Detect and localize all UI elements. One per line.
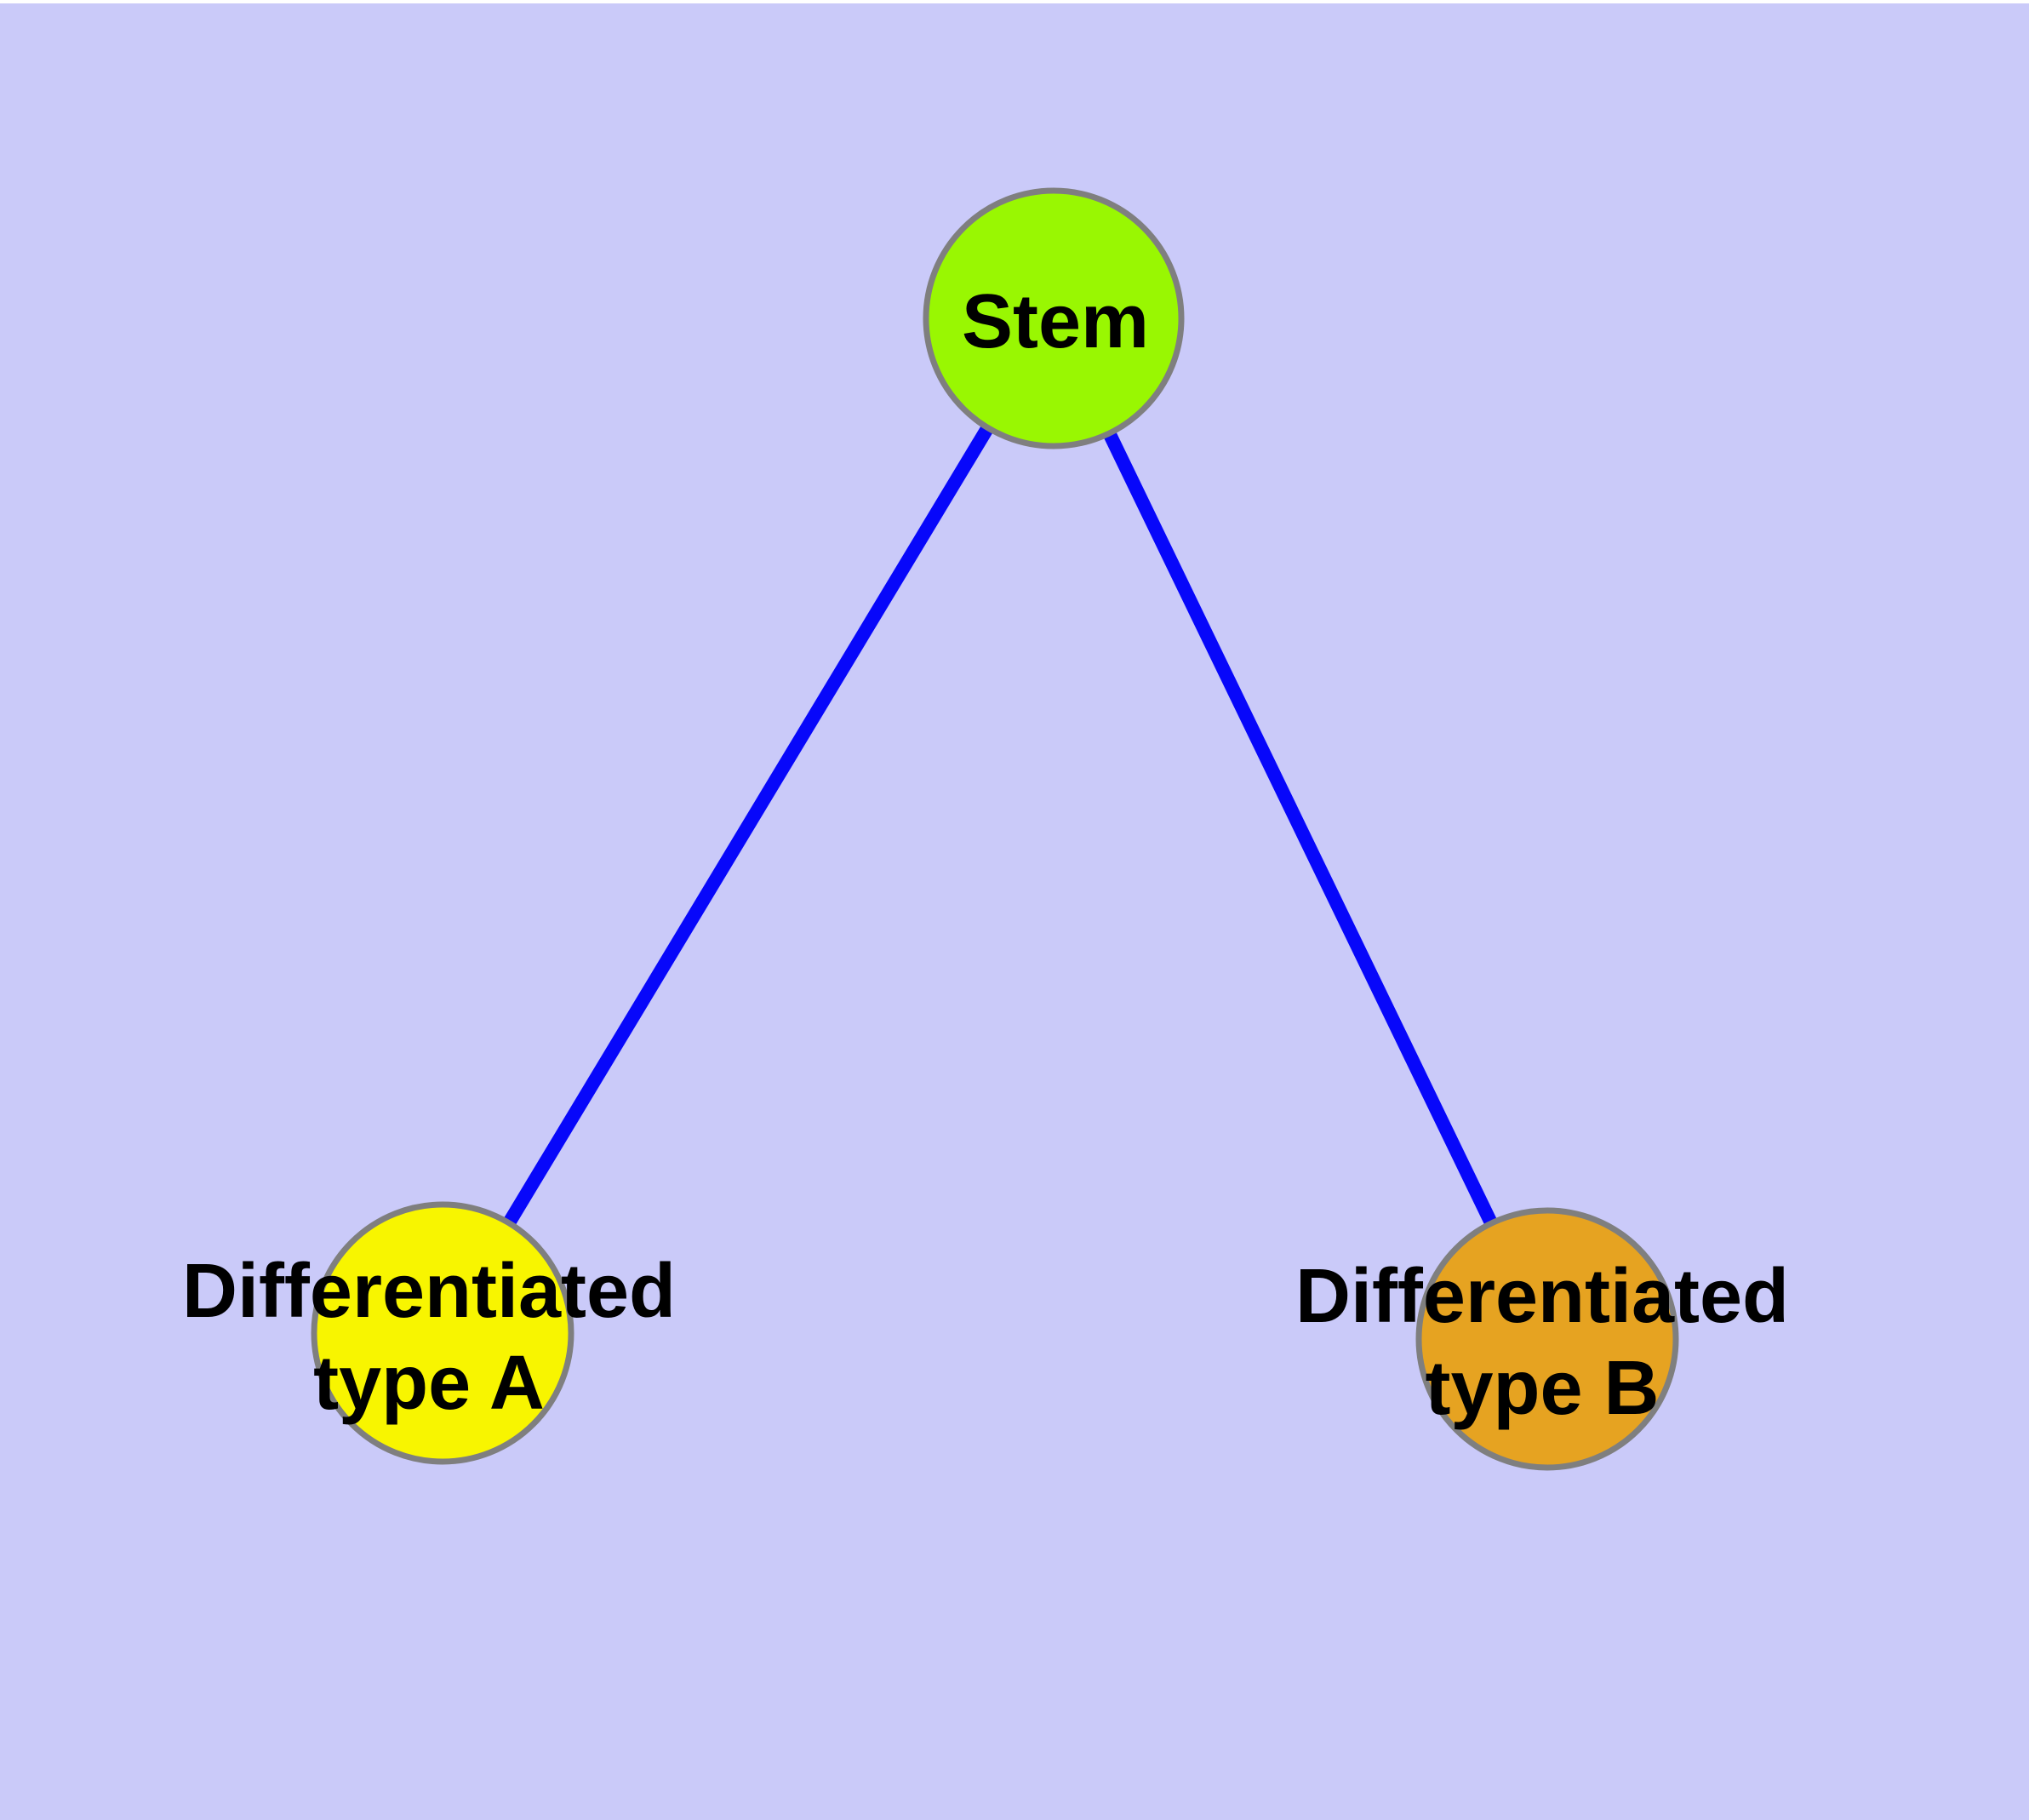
type-a-node-label-line2: type A [313, 1341, 545, 1426]
stem-node-circle [923, 187, 1185, 449]
type-a-node-label-line1: Differentiated [182, 1249, 676, 1334]
top-edge-strip [0, 0, 2029, 3]
type-b-node-label-line1: Differentiated [1295, 1254, 1789, 1339]
type-b-node-label-line2: type B [1425, 1346, 1659, 1431]
edge-stem-to-type-a [436, 312, 1060, 1340]
node-labels: Stem Differentiated type A Differentiate… [182, 279, 1789, 1431]
type-a-node-circle [311, 1201, 574, 1465]
stem-node-label: Stem [962, 279, 1149, 364]
edge-stem-to-type-b [1047, 312, 1554, 1346]
type-b-node-circle [1415, 1207, 1679, 1471]
